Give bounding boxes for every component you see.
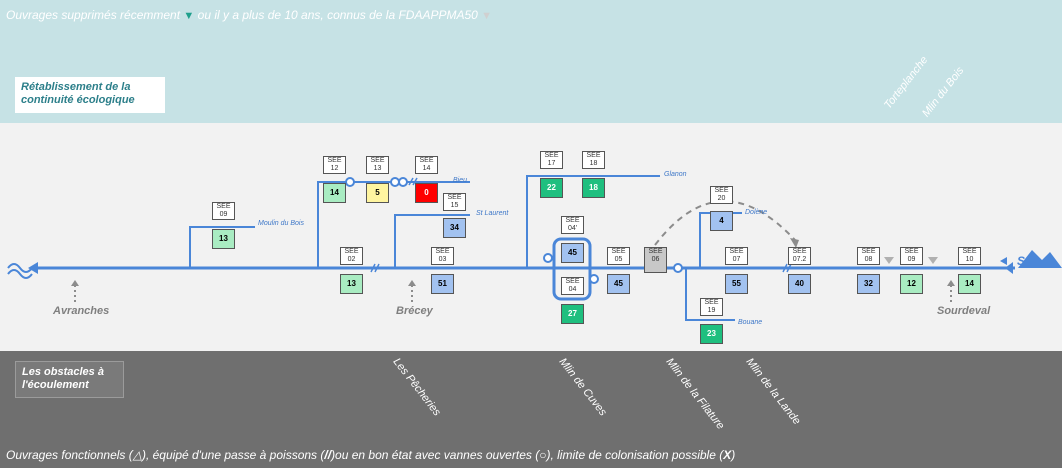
structure-id-see-14: SEE 14 [415, 156, 438, 174]
sluice-open-icon [345, 177, 355, 187]
structure-value: 32 [857, 274, 880, 294]
structure-value: 14 [323, 183, 346, 203]
triangle-down-grey-icon: ▼ [481, 10, 493, 22]
structure-id-see-17: SEE 17 [540, 151, 563, 169]
obstacles-legend-caption: Ouvrages fonctionnels (△), équipé d'une … [6, 448, 736, 462]
stream-label-bieu: Bieu [453, 177, 468, 184]
structure-value: 55 [725, 274, 748, 294]
tributary-glanon [526, 175, 660, 268]
tributary-bieu [317, 181, 470, 268]
structure-value: 22 [540, 178, 563, 198]
structure-id-see-02: SEE 02 [340, 247, 363, 265]
structure-id-see-08: SEE 08 [857, 247, 880, 265]
structure-id-see-19: SEE 19 [700, 298, 723, 316]
structure-id-see-03: SEE 03 [431, 247, 454, 265]
structure-value: 45 [607, 274, 630, 294]
stream-label-bouane: Bouane [738, 319, 763, 326]
sluice-open-icon [673, 263, 683, 273]
place-avranches: Avranches [53, 305, 110, 317]
top-band [0, 0, 1062, 123]
open-sluice-icon: ○ [539, 448, 547, 462]
structure-id-see-07-2: SEE 07.2 [788, 247, 811, 265]
stream-label-moulin-du-bois: Moulin du Bois [258, 220, 304, 227]
stream-label-st-laurent: St Laurent [476, 210, 509, 217]
structure-id-see-07: SEE 07 [725, 247, 748, 265]
structure-value: 4 [710, 211, 733, 231]
wave-icon [7, 263, 33, 279]
tributary-bouane [685, 268, 735, 321]
structure-id-see-10: SEE 10 [958, 247, 981, 265]
sluice-open-icon [543, 253, 553, 263]
source-pointer-icon [1000, 257, 1007, 265]
structure-value: 34 [443, 218, 466, 238]
structure-id-see-13: SEE 13 [366, 156, 389, 174]
triangle-down-grey-icon [928, 257, 938, 264]
sluice-open-icon [589, 274, 599, 284]
restoration-section-label: Rétablissement de la continuité écologiq… [15, 77, 165, 113]
structure-id-see-04-prime: SEE 04' [561, 216, 584, 234]
removed-works-caption: Ouvrages supprimés récemment ▼ ou il y a… [6, 8, 493, 22]
structure-value: 14 [958, 274, 981, 294]
place-sourdeval: Sourdeval [937, 305, 991, 317]
structure-value: 13 [340, 274, 363, 294]
structure-id-see-09-upstream: SEE 09 [900, 247, 923, 265]
fish-pass-icon [408, 177, 414, 186]
tributary-st-laurent [394, 214, 470, 268]
arrow-up-icon [408, 280, 416, 286]
fish-pass-icon [782, 263, 788, 273]
river-flow-arrow-icon [28, 262, 38, 274]
structure-value: 23 [700, 324, 723, 344]
bottom-band [0, 351, 1062, 468]
structure-value: 40 [788, 274, 811, 294]
structure-value: 27 [561, 304, 584, 324]
structure-id-see-12: SEE 12 [323, 156, 346, 174]
structure-value: 13 [212, 229, 235, 249]
middle-band [0, 123, 1062, 351]
structure-value: 12 [900, 274, 923, 294]
arrow-up-icon [947, 280, 955, 286]
structure-id-see-06-removed: SEE 06 [644, 247, 667, 273]
obstacles-section-label: Les obstacles à l'écoulement [15, 361, 124, 398]
place-brecey: Brécey [396, 305, 433, 317]
sluice-open-icon [390, 177, 400, 187]
river-direction-arrow-icon [1005, 262, 1013, 274]
structure-id-see-09: SEE 09 [212, 202, 235, 220]
structure-value: 45 [561, 243, 584, 263]
functional-work-icon: △ [132, 448, 142, 462]
structure-id-see-15: SEE 15 [443, 193, 466, 211]
stream-label-dolene: Dolène [745, 209, 768, 216]
bypass-arrow-head-icon [790, 238, 799, 248]
structure-value: 5 [366, 183, 389, 203]
structure-value: 51 [431, 274, 454, 294]
bypass-dashed-arrow [654, 200, 796, 246]
arrow-up-icon [71, 280, 79, 286]
structure-id-see-04: SEE 04 [561, 277, 584, 295]
river-name: Sée [1017, 254, 1039, 268]
structure-id-see-20: SEE 20 [710, 186, 733, 204]
structure-value: 18 [582, 178, 605, 198]
fish-pass-icon: // [324, 448, 332, 462]
sluice-open-icon [398, 177, 408, 187]
structure-id-see-05: SEE 05 [607, 247, 630, 265]
structure-value: 0 [415, 183, 438, 203]
fish-pass-icon [370, 263, 376, 273]
structure-id-see-18: SEE 18 [582, 151, 605, 169]
mountain-source-icon [1018, 250, 1062, 268]
channel-split-loop [552, 237, 592, 301]
stream-label-glanon: Glanon [664, 171, 687, 178]
tributary-moulin-du-bois [189, 226, 255, 268]
triangle-down-teal-icon: ▼ [183, 10, 195, 22]
triangle-down-grey-icon [884, 257, 894, 264]
